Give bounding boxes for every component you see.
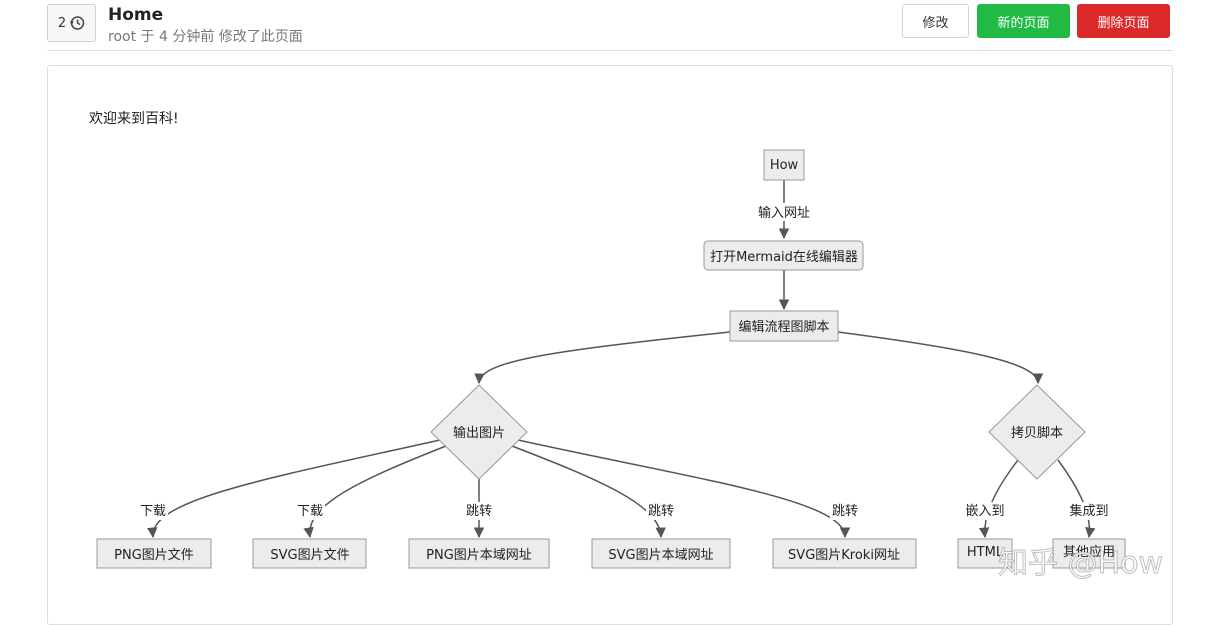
edge-label-enter-url: 输入网址 bbox=[758, 205, 810, 221]
edge-edit-copy bbox=[837, 331, 1044, 385]
flowchart: 输入网址 下载 下载 跳转 跳转 跳转 嵌入到 集成到 How 打开Mermai… bbox=[96, 149, 1164, 582]
node-png-url-label: PNG图片本域网址 bbox=[426, 548, 532, 563]
edge-label-download-2: 下载 bbox=[297, 504, 323, 519]
edge-label-embed: 嵌入到 bbox=[965, 504, 1004, 519]
edge-label-download-1: 下载 bbox=[140, 504, 166, 519]
node-png-file: PNG图片文件 bbox=[96, 538, 212, 569]
node-export-image-label: 输出图片 bbox=[453, 425, 505, 441]
page-header: 2 Home root 于 4 分钟前 修改了此页面 修改 新的页面 删除页面 bbox=[47, 0, 1173, 51]
node-svg-file-label: SVG图片文件 bbox=[270, 548, 349, 563]
edge-label-integrate: 集成到 bbox=[1069, 503, 1108, 519]
welcome-text: 欢迎来到百科! bbox=[89, 111, 179, 127]
node-svg-kroki: SVG图片Kroki网址 bbox=[772, 538, 917, 569]
edges bbox=[147, 180, 1096, 539]
history-button[interactable]: 2 bbox=[47, 4, 96, 42]
node-html: HTML bbox=[957, 538, 1013, 569]
node-png-file-label: PNG图片文件 bbox=[114, 548, 194, 563]
node-export-image: 输出图片 bbox=[430, 384, 528, 480]
node-svg-kroki-label: SVG图片Kroki网址 bbox=[788, 548, 900, 563]
node-svg-file: SVG图片文件 bbox=[252, 538, 367, 569]
node-svg-url: SVG图片本域网址 bbox=[591, 538, 731, 569]
page-title: Home bbox=[108, 5, 164, 25]
edge-export-png bbox=[147, 439, 441, 539]
edge-edit-export bbox=[474, 331, 731, 385]
new-page-button[interactable]: 新的页面 bbox=[977, 4, 1070, 38]
edge-copy-other bbox=[1057, 459, 1096, 539]
node-open-editor-label: 打开Mermaid在线编辑器 bbox=[710, 250, 858, 265]
node-how-label: How bbox=[770, 158, 799, 173]
node-how: How bbox=[763, 149, 805, 181]
node-other-apps-label: 其他应用 bbox=[1063, 544, 1115, 560]
edge-export-kroki bbox=[517, 439, 851, 539]
edit-button[interactable]: 修改 bbox=[902, 4, 969, 38]
edge-copy-html bbox=[978, 459, 1019, 539]
watermark-text: 知乎 @How bbox=[998, 546, 1163, 581]
edge-label-jump-3: 跳转 bbox=[832, 504, 858, 519]
edge-export-svg bbox=[303, 445, 447, 539]
history-icon bbox=[69, 15, 85, 31]
node-png-url: PNG图片本域网址 bbox=[408, 538, 550, 569]
node-svg-url-label: SVG图片本域网址 bbox=[608, 548, 713, 563]
node-copy-script-label: 拷贝脚本 bbox=[1011, 425, 1063, 441]
delete-page-button[interactable]: 删除页面 bbox=[1077, 4, 1170, 38]
edge-label-jump-2: 跳转 bbox=[648, 504, 674, 519]
node-edit-script-label: 编辑流程图脚本 bbox=[738, 319, 829, 335]
node-html-label: HTML bbox=[967, 545, 1004, 560]
node-other-apps: 其他应用 bbox=[1052, 538, 1126, 569]
node-copy-script: 拷贝脚本 bbox=[988, 384, 1086, 480]
page-subtitle: root 于 4 分钟前 修改了此页面 bbox=[108, 29, 303, 45]
edge-export-svgurl bbox=[511, 445, 666, 539]
edge-labels: 输入网址 下载 下载 跳转 跳转 跳转 嵌入到 集成到 bbox=[138, 203, 1112, 520]
edge-label-jump-1: 跳转 bbox=[466, 504, 492, 519]
node-open-editor: 打开Mermaid在线编辑器 bbox=[703, 240, 864, 271]
history-count: 2 bbox=[57, 15, 67, 31]
node-edit-script: 编辑流程图脚本 bbox=[729, 310, 839, 342]
